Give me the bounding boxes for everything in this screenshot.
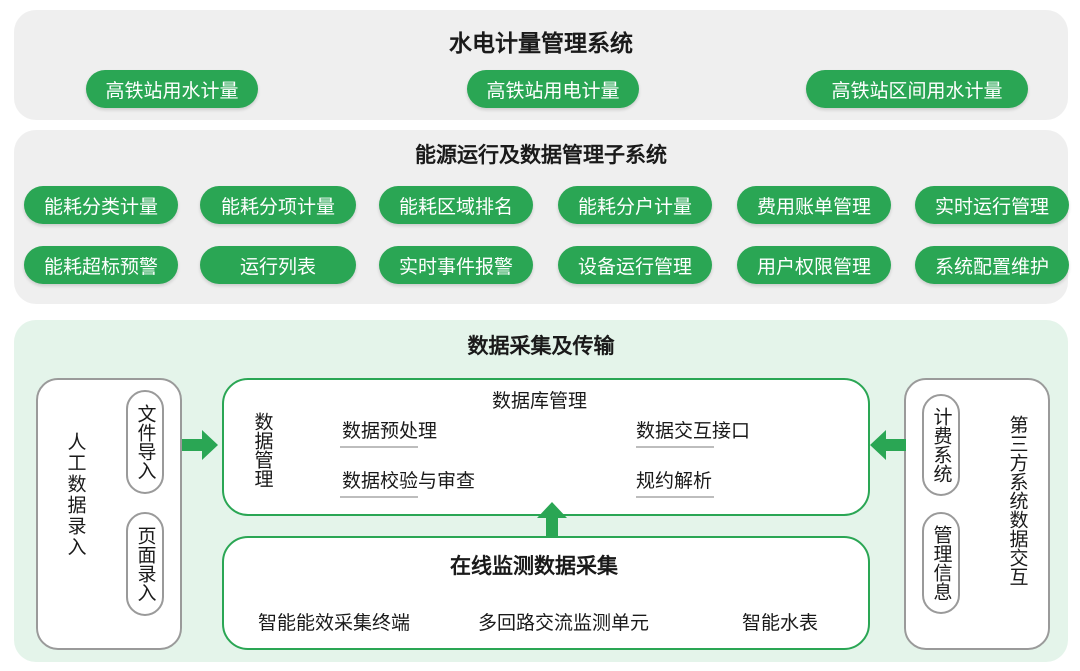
pill-interval-water-metering: 高铁站区间用水计量 bbox=[806, 70, 1028, 108]
file-import-box bbox=[126, 390, 164, 494]
billing-box bbox=[922, 394, 960, 496]
pill-row1-3: 能耗区域排名 bbox=[379, 186, 533, 224]
pill-row1-5: 费用账单管理 bbox=[737, 186, 891, 224]
pill-row1-1: 能耗分类计量 bbox=[24, 186, 178, 224]
pill-water-metering: 高铁站用水计量 bbox=[86, 70, 258, 108]
file-import-label: 文件导入 bbox=[126, 390, 164, 494]
pill-row2-5: 用户权限管理 bbox=[737, 246, 891, 284]
db-item-validation-underline bbox=[340, 496, 418, 498]
pill-row1-4: 能耗分户计量 bbox=[558, 186, 712, 224]
management-info-label: 管理信息 bbox=[922, 512, 960, 614]
online-item-terminal: 智能能效采集终端 bbox=[258, 612, 411, 634]
db-item-validation: 数据校验与审查 bbox=[342, 470, 476, 492]
online-monitoring-title: 在线监测数据采集 bbox=[450, 554, 618, 578]
database-title: 数据库管理 bbox=[492, 390, 588, 412]
online-item-multiloop: 多回路交流监测单元 bbox=[478, 612, 650, 634]
manual-entry-label-text: 人工数据录入 bbox=[64, 432, 87, 558]
file-import-text: 文件导入 bbox=[134, 404, 157, 480]
billing-label: 计费系统 bbox=[922, 394, 960, 496]
pill-electric-metering: 高铁站用电计量 bbox=[467, 70, 639, 108]
pill-row1-6: 实时运行管理 bbox=[915, 186, 1069, 224]
arrow-up-icon bbox=[537, 502, 567, 540]
arrow-left-icon bbox=[870, 430, 906, 460]
third-party-label-text: 第三方系统数据交互 bbox=[1006, 414, 1029, 586]
top-panel-title: 水电计量管理系统 bbox=[449, 31, 633, 57]
page-entry-label: 页面录入 bbox=[126, 512, 164, 616]
pill-row2-3: 实时事件报警 bbox=[379, 246, 533, 284]
db-item-protocol-underline bbox=[636, 496, 714, 498]
middle-panel-title: 能源运行及数据管理子系统 bbox=[415, 143, 667, 167]
db-item-interface: 数据交互接口 bbox=[636, 420, 751, 442]
arrow-right-icon bbox=[182, 430, 218, 460]
manual-entry-label: 人工数据录入 bbox=[60, 420, 90, 570]
pill-row2-6: 系统配置维护 bbox=[915, 246, 1069, 284]
management-info-box bbox=[922, 512, 960, 614]
db-item-protocol: 规约解析 bbox=[636, 470, 713, 492]
database-box bbox=[222, 378, 870, 516]
database-side-label: 数据管理 bbox=[248, 402, 276, 498]
db-item-preprocess-underline bbox=[340, 446, 418, 448]
page-entry-box bbox=[126, 512, 164, 616]
page-entry-text: 页面录入 bbox=[134, 526, 157, 602]
online-item-water-meter: 智能水表 bbox=[742, 612, 819, 634]
online-monitoring-box bbox=[222, 536, 870, 650]
pill-row2-1: 能耗超标预警 bbox=[24, 246, 178, 284]
database-side-label-text: 数据管理 bbox=[251, 412, 274, 488]
third-party-label: 第三方系统数据交互 bbox=[1000, 400, 1034, 600]
pill-row2-2: 运行列表 bbox=[200, 246, 356, 284]
billing-text: 计费系统 bbox=[930, 407, 953, 483]
management-info-text: 管理信息 bbox=[930, 525, 953, 601]
middle-panel: 能源运行及数据管理子系统 bbox=[14, 130, 1068, 304]
pill-row1-2: 能耗分项计量 bbox=[200, 186, 356, 224]
db-item-preprocess: 数据预处理 bbox=[342, 420, 438, 442]
db-item-interface-underline bbox=[636, 446, 714, 448]
bottom-panel-title: 数据采集及传输 bbox=[467, 334, 615, 358]
pill-row2-4: 设备运行管理 bbox=[558, 246, 712, 284]
